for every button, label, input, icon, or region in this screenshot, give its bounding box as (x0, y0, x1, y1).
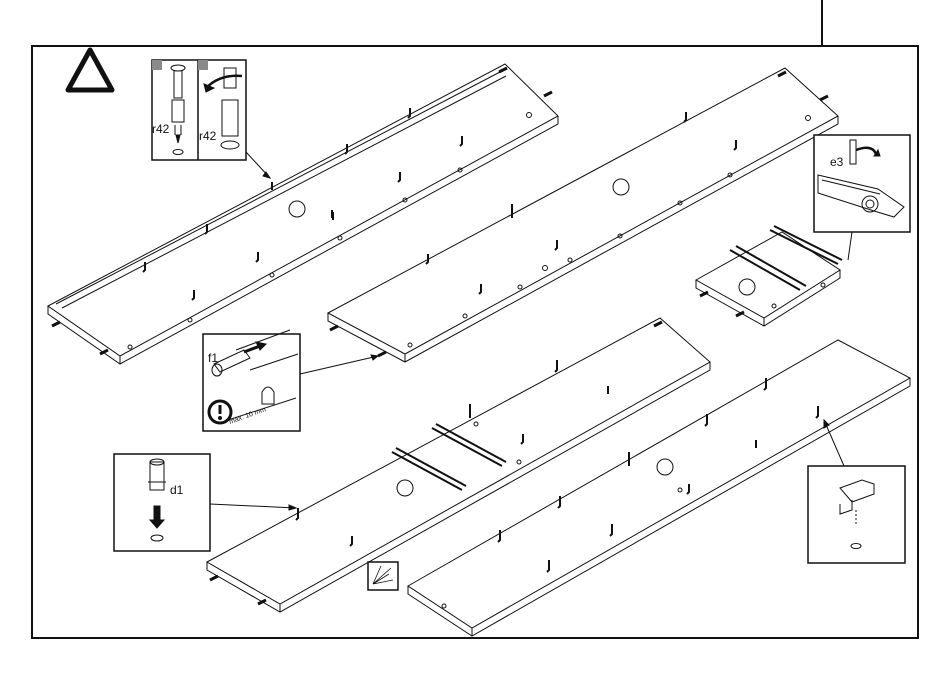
label-r42-left: r42 (152, 122, 170, 136)
label-d1: d1 (170, 483, 184, 497)
panel-small-right (696, 226, 842, 326)
panel-top-left (48, 64, 558, 364)
triangle-warning-icon (68, 50, 112, 90)
label-f1: f1 (208, 351, 218, 365)
bracket-inset (808, 420, 905, 563)
f1-inset: f1 max. 10 mm (203, 330, 378, 431)
panel-top-middle (328, 68, 838, 362)
e3-inset: e3 (814, 135, 910, 260)
down-arrow-icon (154, 506, 160, 520)
label-r42-right: r42 (199, 129, 217, 143)
r42-inset: r42 r42 (152, 60, 270, 178)
orientation-icon (368, 562, 398, 590)
label-e3: e3 (830, 155, 844, 169)
